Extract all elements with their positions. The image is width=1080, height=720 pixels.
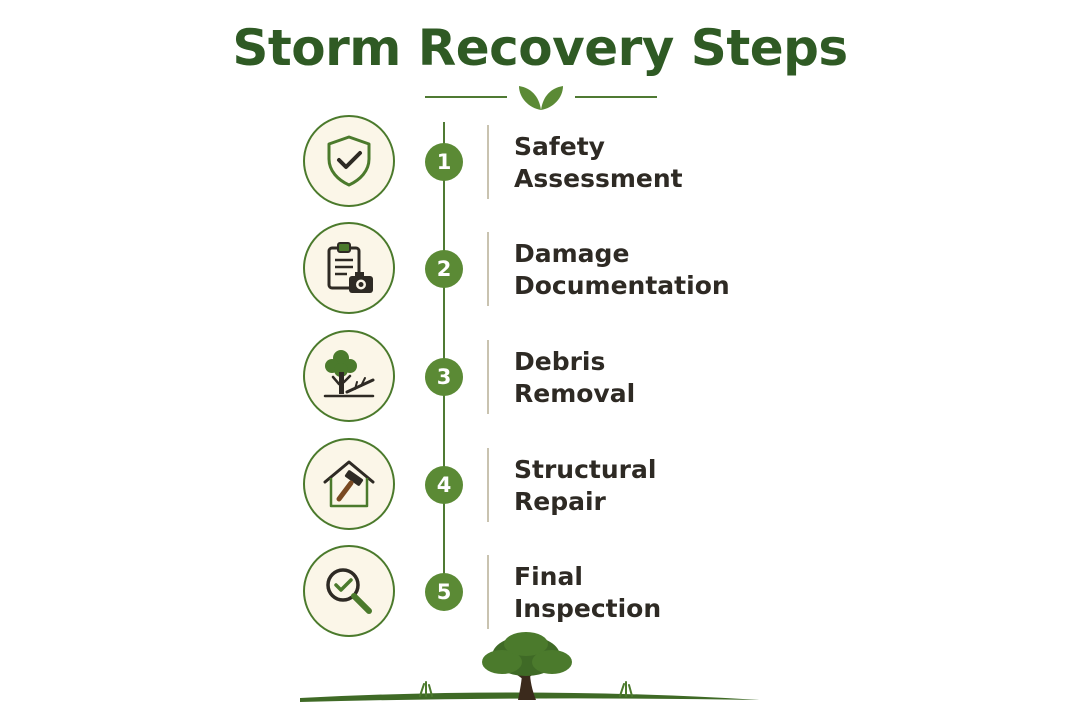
- timeline-line: [443, 122, 445, 592]
- step-4-label: Structural Repair: [514, 454, 874, 518]
- step-3-label: Debris Removal: [514, 346, 874, 410]
- step-5-label-line2: Inspection: [514, 594, 662, 623]
- page-title: Storm Recovery Steps: [232, 19, 848, 77]
- step-3-label-line2: Removal: [514, 379, 636, 408]
- step-3-icon-circle: [303, 330, 395, 422]
- step-5-label: Final Inspection: [514, 561, 874, 625]
- house-hammer-icon: [323, 460, 375, 508]
- magnifier-check-icon: [326, 568, 372, 614]
- step-1: 1 Safety Assessment: [0, 115, 1080, 211]
- step-2: 2 Damage Documentation: [0, 222, 1080, 318]
- step-2-label: Damage Documentation: [514, 238, 874, 302]
- step-5-separator: [487, 555, 489, 629]
- step-1-number: 1: [425, 143, 463, 181]
- step-2-label-line2: Documentation: [514, 271, 730, 300]
- step-4-label-line1: Structural: [514, 455, 657, 484]
- clipboard-camera-icon: [327, 242, 373, 293]
- step-3-label-line1: Debris: [514, 347, 606, 376]
- fallen-tree-icon: [323, 350, 375, 398]
- step-5-icon-circle: [303, 545, 395, 637]
- step-4-icon-circle: [303, 438, 395, 530]
- step-1-icon-circle: [303, 115, 395, 207]
- step-1-separator: [487, 125, 489, 199]
- step-3: 3 Debris Removal: [0, 330, 1080, 426]
- leaf-divider-icon: [425, 86, 657, 110]
- step-4-separator: [487, 448, 489, 522]
- step-3-separator: [487, 340, 489, 414]
- step-2-label-line1: Damage: [514, 239, 630, 268]
- step-4-number: 4: [425, 466, 463, 504]
- tree-ground-icon: [300, 632, 760, 702]
- step-5-number: 5: [425, 573, 463, 611]
- step-5-label-line1: Final: [514, 562, 583, 591]
- step-4: 4 Structural Repair: [0, 438, 1080, 534]
- step-3-number: 3: [425, 358, 463, 396]
- step-5: 5 Final Inspection: [0, 545, 1080, 641]
- step-2-separator: [487, 232, 489, 306]
- shield-check-icon: [327, 135, 371, 187]
- step-1-label: Safety Assessment: [514, 131, 874, 195]
- step-2-icon-circle: [303, 222, 395, 314]
- step-1-label-line2: Assessment: [514, 164, 683, 193]
- step-1-label-line1: Safety: [514, 132, 605, 161]
- step-4-label-line2: Repair: [514, 487, 606, 516]
- step-2-number: 2: [425, 250, 463, 288]
